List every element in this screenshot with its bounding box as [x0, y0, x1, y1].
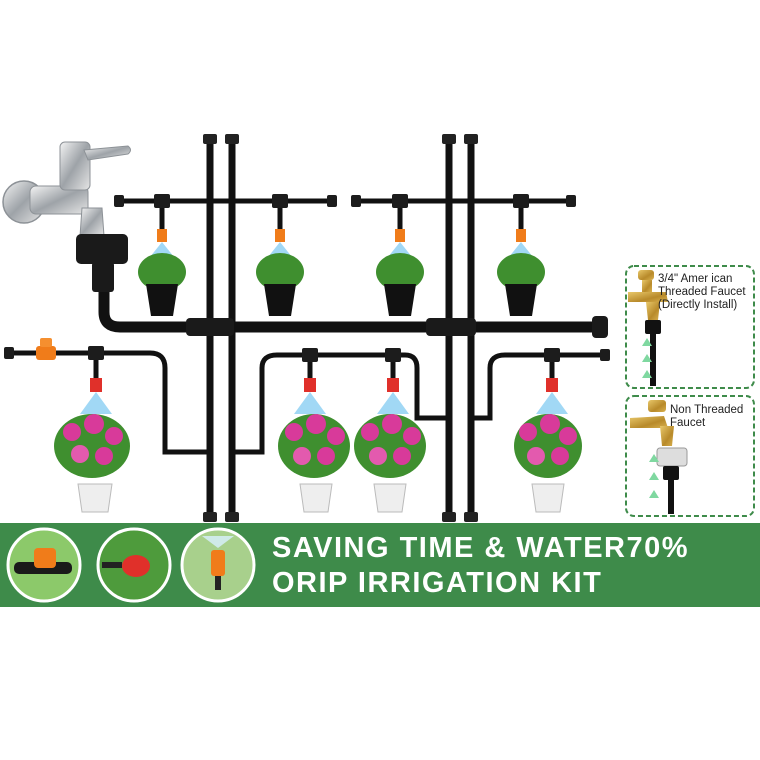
inset-threaded-faucet: [625, 265, 755, 389]
flower-plant-3: [354, 378, 426, 513]
brass-faucet-icon: [630, 400, 674, 446]
lower-connectors: [4, 346, 610, 362]
upper-branch-tubes: [118, 198, 572, 230]
flower-plant-4: [514, 378, 582, 513]
inset-non-threaded-faucet: [625, 395, 755, 517]
upper-plant-1: [138, 229, 186, 316]
orange-valve-icon: [36, 338, 56, 360]
pipe-end-caps: [203, 134, 478, 522]
threaded-faucet-caption: 3/4" Amer ican Threaded Faucet (Directly…: [658, 273, 746, 311]
upper-plant-2: [256, 229, 304, 316]
non-threaded-faucet-caption: Non Threaded Faucet: [670, 404, 744, 429]
brass-faucet-icon: [628, 270, 668, 320]
up-arrow-icon: [642, 338, 652, 378]
upper-plant-3: [376, 229, 424, 316]
flower-plant-1: [54, 378, 130, 513]
thumbnail-valve: [6, 527, 82, 603]
up-arrow-icon: [649, 454, 659, 498]
tee-connectors: [114, 194, 576, 208]
upper-plant-4: [497, 229, 545, 316]
banner-headline-line1: SAVING TIME & WATER70%: [272, 532, 690, 564]
thumbnail-dripper-red: [96, 527, 172, 603]
main-supply-line: [98, 290, 608, 338]
banner-headline-line2: ORIP IRRIGATION KIT: [272, 567, 603, 599]
chrome-faucet-icon: [2, 141, 131, 292]
flower-plant-2: [278, 378, 350, 513]
thumbnail-sprayer: [180, 527, 256, 603]
